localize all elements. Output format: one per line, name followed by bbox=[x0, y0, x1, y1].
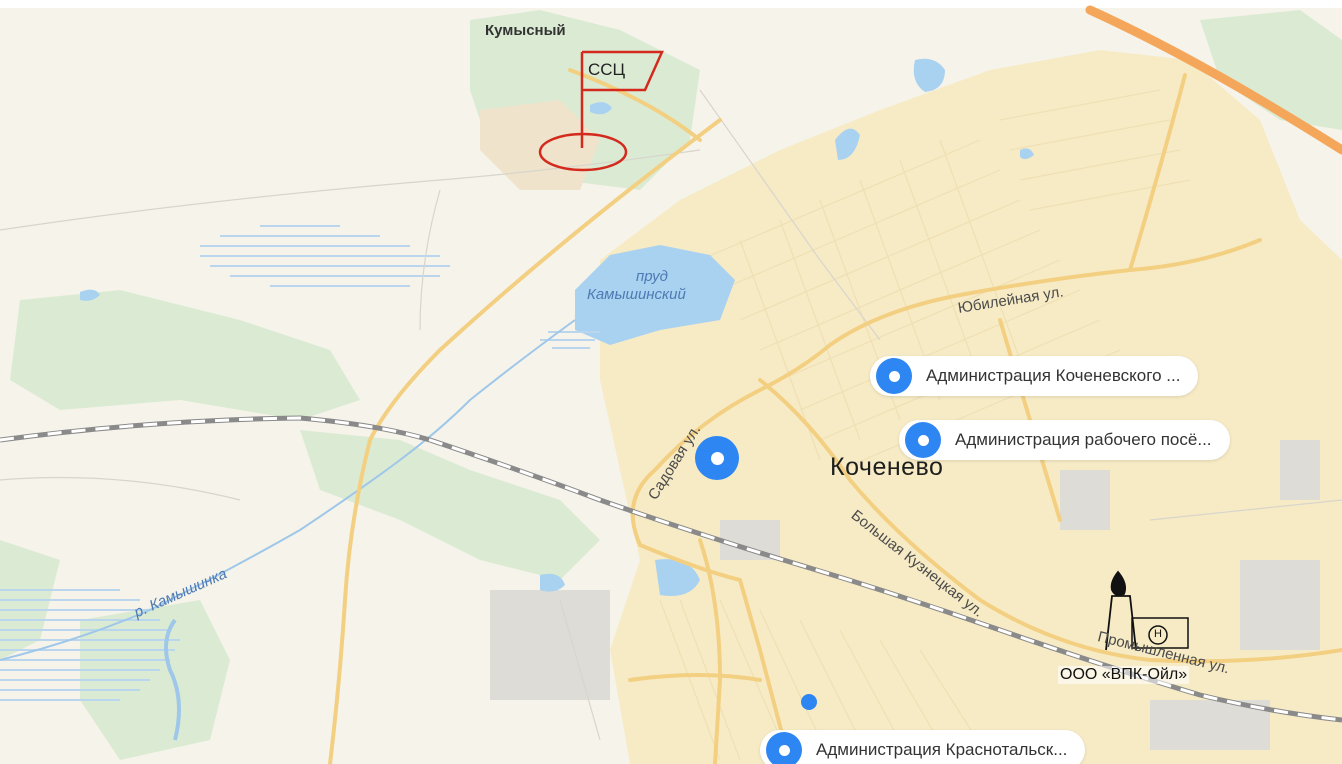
ssc-flag-annotation bbox=[538, 50, 664, 172]
poi-dot-small[interactable] bbox=[801, 694, 817, 710]
urban-area bbox=[600, 50, 1342, 764]
poi-settlement-administration[interactable]: Администрация рабочего посё... bbox=[899, 420, 1230, 460]
poi-pin-unlabeled[interactable] bbox=[695, 436, 739, 480]
industrial-areas bbox=[490, 440, 1320, 750]
poi-pin-icon bbox=[905, 422, 941, 458]
poi-pin-icon bbox=[766, 732, 802, 764]
plant-badge-letter: Н bbox=[1154, 628, 1162, 640]
settlement-label-north: Кумысный bbox=[485, 22, 566, 39]
river-line bbox=[0, 319, 576, 661]
pond-label-line1: пруд bbox=[636, 268, 668, 285]
water-bodies bbox=[80, 58, 1034, 596]
plant-symbol bbox=[1105, 570, 1189, 651]
ssc-flag-label: ССЦ bbox=[588, 60, 626, 79]
marsh-areas bbox=[0, 225, 600, 701]
poi-krasnotalsk-administration[interactable]: Администрация Краснотальск... bbox=[760, 730, 1086, 764]
highway bbox=[1085, 5, 1342, 155]
poi-pin-icon bbox=[876, 358, 912, 394]
minor-roads bbox=[0, 89, 1342, 741]
poi-kochenevo-administration[interactable]: Администрация Коченевского ... bbox=[870, 356, 1199, 396]
poi-label: Администрация Краснотальск... bbox=[816, 740, 1068, 759]
poi-label: Администрация Коченевского ... bbox=[926, 366, 1181, 385]
plant-label: ООО «ВПК-Ойл» bbox=[1058, 666, 1190, 684]
pond-label-line2: Камышинский bbox=[587, 286, 686, 303]
poi-label: Администрация рабочего посё... bbox=[955, 430, 1212, 449]
